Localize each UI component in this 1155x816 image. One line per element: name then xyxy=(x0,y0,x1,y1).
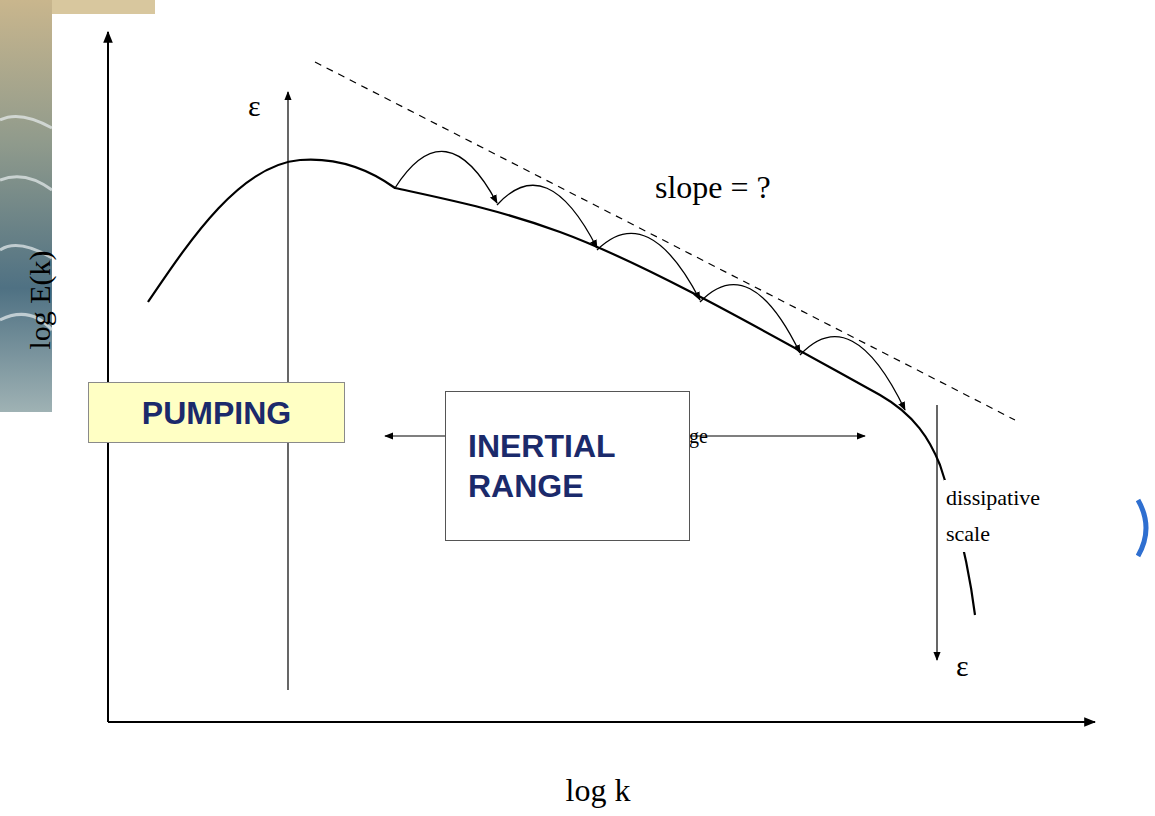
pumping-box: PUMPING xyxy=(88,382,345,443)
axes xyxy=(108,32,1095,722)
x-axis-label: log k xyxy=(566,771,631,809)
box-text: PUMPING xyxy=(142,393,291,433)
slope-line xyxy=(315,62,1015,420)
epsilon-output: ε xyxy=(956,648,969,684)
epsilon-input: ε xyxy=(248,88,261,124)
photo-fragment xyxy=(0,0,155,412)
dissipative-label: dissipative scale xyxy=(944,480,1058,552)
inertial-range-box: INERTIAL RANGE xyxy=(445,391,690,541)
y-axis-label: log E(k) xyxy=(22,250,58,349)
edge-mark xyxy=(1138,500,1146,556)
box-text: INERTIAL RANGE xyxy=(468,426,667,506)
range-fragment: ge xyxy=(689,424,708,448)
slope-label: slope = ? xyxy=(655,168,771,206)
cascade-arrows xyxy=(395,151,905,410)
dissipation-arrow xyxy=(936,405,937,660)
